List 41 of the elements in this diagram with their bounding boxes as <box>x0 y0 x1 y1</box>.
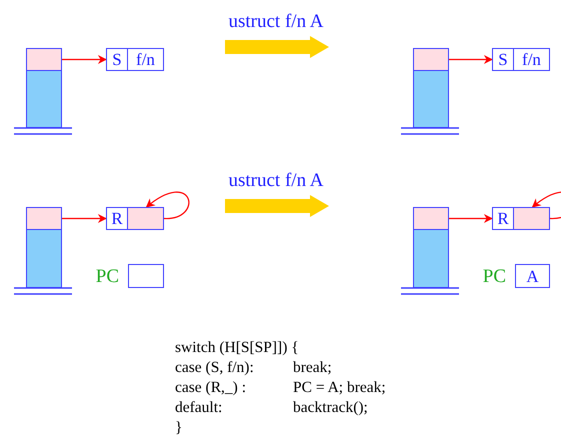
register-label: PC <box>482 266 506 286</box>
register-box <box>26 206 62 230</box>
code-line: backtrack(); <box>293 398 369 418</box>
record-cell <box>492 48 514 71</box>
code-line: PC = A; break; <box>293 378 386 398</box>
loop-arrow <box>146 192 190 220</box>
register-box <box>513 207 550 230</box>
pointer-arrow <box>449 55 493 64</box>
code-line: break; <box>293 358 333 378</box>
register-box <box>412 206 448 230</box>
stack-column <box>413 207 449 288</box>
transition-label: ustruct f/n A <box>228 171 324 190</box>
cell-text: f/n <box>136 51 155 68</box>
stack-column <box>26 207 62 288</box>
record-cell <box>127 48 164 71</box>
pointer-arrow <box>62 214 107 223</box>
transition-label: ustruct f/n A <box>228 12 324 31</box>
record-cell <box>106 48 128 71</box>
cell-text: S <box>498 51 508 68</box>
pointer-arrow <box>449 214 493 223</box>
cell-text: S <box>112 51 122 68</box>
stack-column <box>413 48 449 128</box>
register-box <box>412 48 448 70</box>
register-box <box>26 48 62 70</box>
code-line: } <box>175 418 184 438</box>
register-label: PC <box>96 266 119 286</box>
code-line: default: <box>175 398 224 418</box>
cell-text: A <box>526 268 539 284</box>
record-cell <box>492 207 514 230</box>
register-box <box>127 207 164 230</box>
pointer-arrow <box>62 55 107 64</box>
code-line: case (S, f/n): <box>175 358 255 378</box>
record-cell <box>106 207 128 230</box>
cell-text: R <box>497 210 509 227</box>
code-line: switch (H[S[SP]]) { <box>175 338 300 358</box>
stack-column <box>26 48 62 128</box>
code-line: case (R,_) : <box>175 378 248 398</box>
cell-text: R <box>111 210 123 227</box>
record-cell <box>513 48 550 71</box>
cell-text: f/n <box>522 51 541 68</box>
loop-arrow <box>532 192 561 220</box>
